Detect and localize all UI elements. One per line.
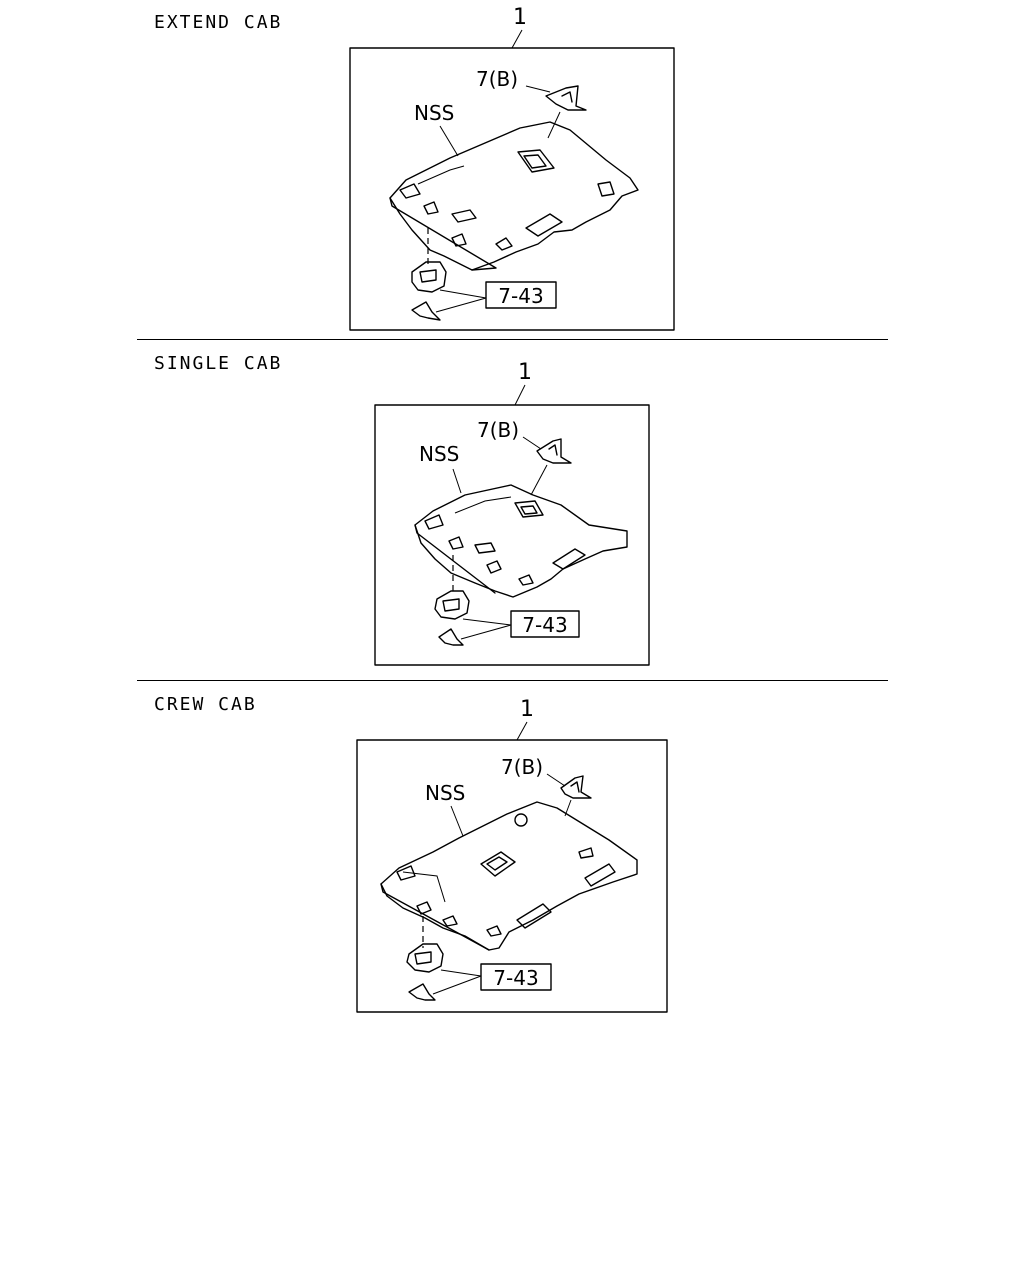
clip-part-icon — [545, 85, 587, 111]
section-title-single-cab: SINGLE CAB — [154, 353, 283, 374]
clip-part-icon — [536, 438, 572, 464]
reference-label: 7-43 — [522, 613, 567, 637]
section-title-extend-cab: EXTEND CAB — [154, 12, 283, 33]
headliner-panel — [389, 121, 639, 271]
item-number: 1 — [513, 5, 527, 30]
item-number: 1 — [518, 360, 532, 385]
section-title-crew-cab: CREW CAB — [154, 694, 257, 715]
screw-part-icon — [438, 628, 464, 646]
part-label-7b: 7(B) — [501, 755, 543, 779]
crew-cab-headliner-diagram: 1 7(B) NSS 7-43 — [356, 697, 668, 1013]
bracket-part-icon — [406, 943, 444, 973]
clip-part-icon — [560, 775, 592, 799]
reference-box — [510, 610, 580, 638]
reference-label: 7-43 — [498, 284, 543, 308]
headliner-panel — [380, 801, 638, 951]
bracket-part-icon — [434, 590, 470, 620]
section-divider — [137, 680, 888, 681]
part-label-7b: 7(B) — [476, 67, 518, 91]
reference-label: 7-43 — [493, 966, 538, 990]
part-label-7b: 7(B) — [477, 418, 519, 442]
nss-label: NSS — [419, 442, 459, 466]
item-number: 1 — [520, 697, 534, 722]
diagram-frame — [349, 47, 675, 331]
bracket-part-icon — [411, 261, 447, 293]
diagram-frame — [374, 404, 650, 666]
reference-box — [480, 963, 552, 991]
screw-part-icon — [411, 301, 441, 321]
section-divider — [137, 339, 888, 340]
screw-part-icon — [408, 983, 436, 1001]
diagram-frame — [356, 739, 668, 1013]
single-cab-headliner-diagram: 1 7(B) NSS 7-43 — [374, 360, 650, 666]
nss-label: NSS — [425, 781, 465, 805]
headliner-panel — [414, 484, 628, 598]
extend-cab-headliner-diagram: 1 7(B) NSS 7-43 — [349, 5, 675, 331]
nss-label: NSS — [414, 101, 454, 125]
reference-box — [485, 281, 557, 309]
